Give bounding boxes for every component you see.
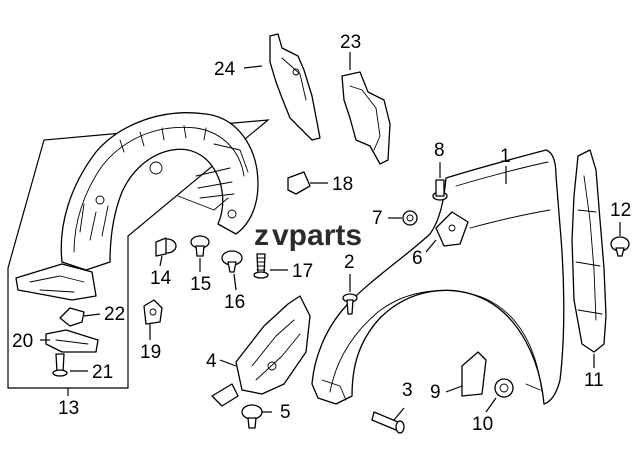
- part-18-clip: [287, 171, 311, 195]
- part-15-clip: [190, 235, 210, 257]
- part-19-nut: [143, 299, 163, 325]
- part-14-clip: [155, 237, 177, 257]
- callout-18: 18: [332, 174, 353, 195]
- callout-20: 20: [12, 331, 33, 352]
- part-20-bracket: [45, 329, 99, 353]
- fender-liner-drawing: [60, 112, 259, 271]
- callout-21: 21: [92, 362, 113, 383]
- part-22-bracket: [59, 307, 85, 327]
- callout-16: 16: [224, 292, 245, 313]
- watermark-mark: z: [254, 219, 269, 252]
- part-17-bolt: [253, 253, 269, 279]
- part-16-clip: [221, 250, 243, 273]
- callout-1: 1: [500, 146, 511, 167]
- callout-11: 11: [584, 370, 604, 391]
- callout-14: 14: [150, 268, 172, 289]
- part-6-bracket: [435, 211, 469, 247]
- callout-2: 2: [344, 252, 355, 273]
- callout-7: 7: [372, 208, 383, 229]
- callout-15: 15: [190, 274, 211, 295]
- part-7-nut: [402, 210, 418, 226]
- lower-splash-panel: [15, 263, 97, 301]
- part-3-bolt: [371, 411, 405, 434]
- part-4-bracket: [211, 295, 311, 407]
- part-21-screw: [52, 353, 68, 377]
- part-8-bolt: [432, 179, 448, 201]
- callout-3: 3: [402, 380, 413, 401]
- part-5-clip: [241, 404, 263, 429]
- callout-4: 4: [206, 351, 217, 372]
- callout-17: 17: [292, 261, 313, 282]
- assembly-13-outline: [7, 119, 270, 389]
- callout-10: 10: [472, 414, 493, 435]
- callout-12: 12: [610, 200, 631, 221]
- callout-9: 9: [430, 382, 441, 403]
- callout-8: 8: [434, 140, 445, 161]
- callout-22: 22: [104, 304, 125, 325]
- leader-lines: [40, 52, 621, 421]
- part-9-bracket: [461, 351, 487, 397]
- callout-6: 6: [412, 248, 423, 269]
- part-24-bracket: [269, 33, 321, 141]
- callout-13: 13: [58, 398, 79, 419]
- callout-labels: 1 2 3 4 5 6 7 8 9 10 11 12 13 14 15 16 1…: [12, 32, 631, 435]
- watermark: z vparts: [254, 219, 362, 252]
- callout-23: 23: [340, 32, 361, 53]
- callout-19: 19: [140, 342, 161, 363]
- part-2-bolt: [342, 293, 358, 315]
- callout-24: 24: [214, 59, 236, 80]
- part-10-clip: [494, 378, 514, 398]
- watermark-text: vparts: [272, 219, 362, 252]
- part-23-seal: [341, 71, 391, 165]
- callout-5: 5: [280, 402, 291, 423]
- part-11-seal: [571, 149, 607, 353]
